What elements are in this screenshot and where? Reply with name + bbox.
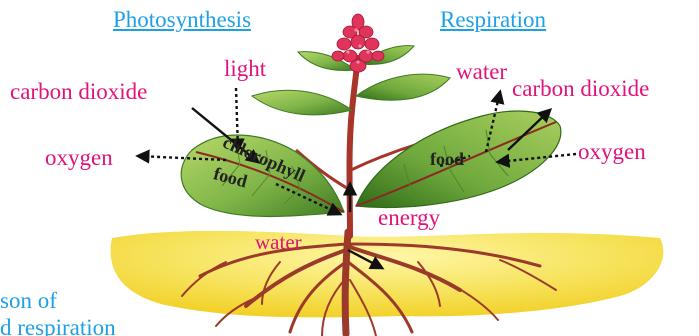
caption-line-2: d respiration bbox=[0, 316, 116, 336]
label-energy: energy bbox=[378, 206, 440, 229]
label-water-top: water bbox=[456, 60, 507, 83]
label-oxygen-left: oxygen bbox=[45, 146, 113, 169]
label-carbon-dioxide-left: carbon dioxide bbox=[10, 80, 147, 103]
heading-respiration: Respiration bbox=[440, 8, 546, 31]
upper-leaf-left bbox=[252, 90, 352, 115]
label-carbon-dioxide-right: carbon dioxide bbox=[512, 77, 649, 100]
label-light: light bbox=[224, 57, 266, 80]
upper-leaf-right bbox=[356, 74, 450, 100]
label-food-right: food bbox=[430, 150, 464, 168]
heading-photosynthesis: Photosynthesis bbox=[113, 8, 251, 31]
label-oxygen-right: oxygen bbox=[578, 140, 646, 163]
label-water-bottom: water bbox=[255, 232, 302, 253]
caption-line-1: son of bbox=[0, 289, 57, 312]
